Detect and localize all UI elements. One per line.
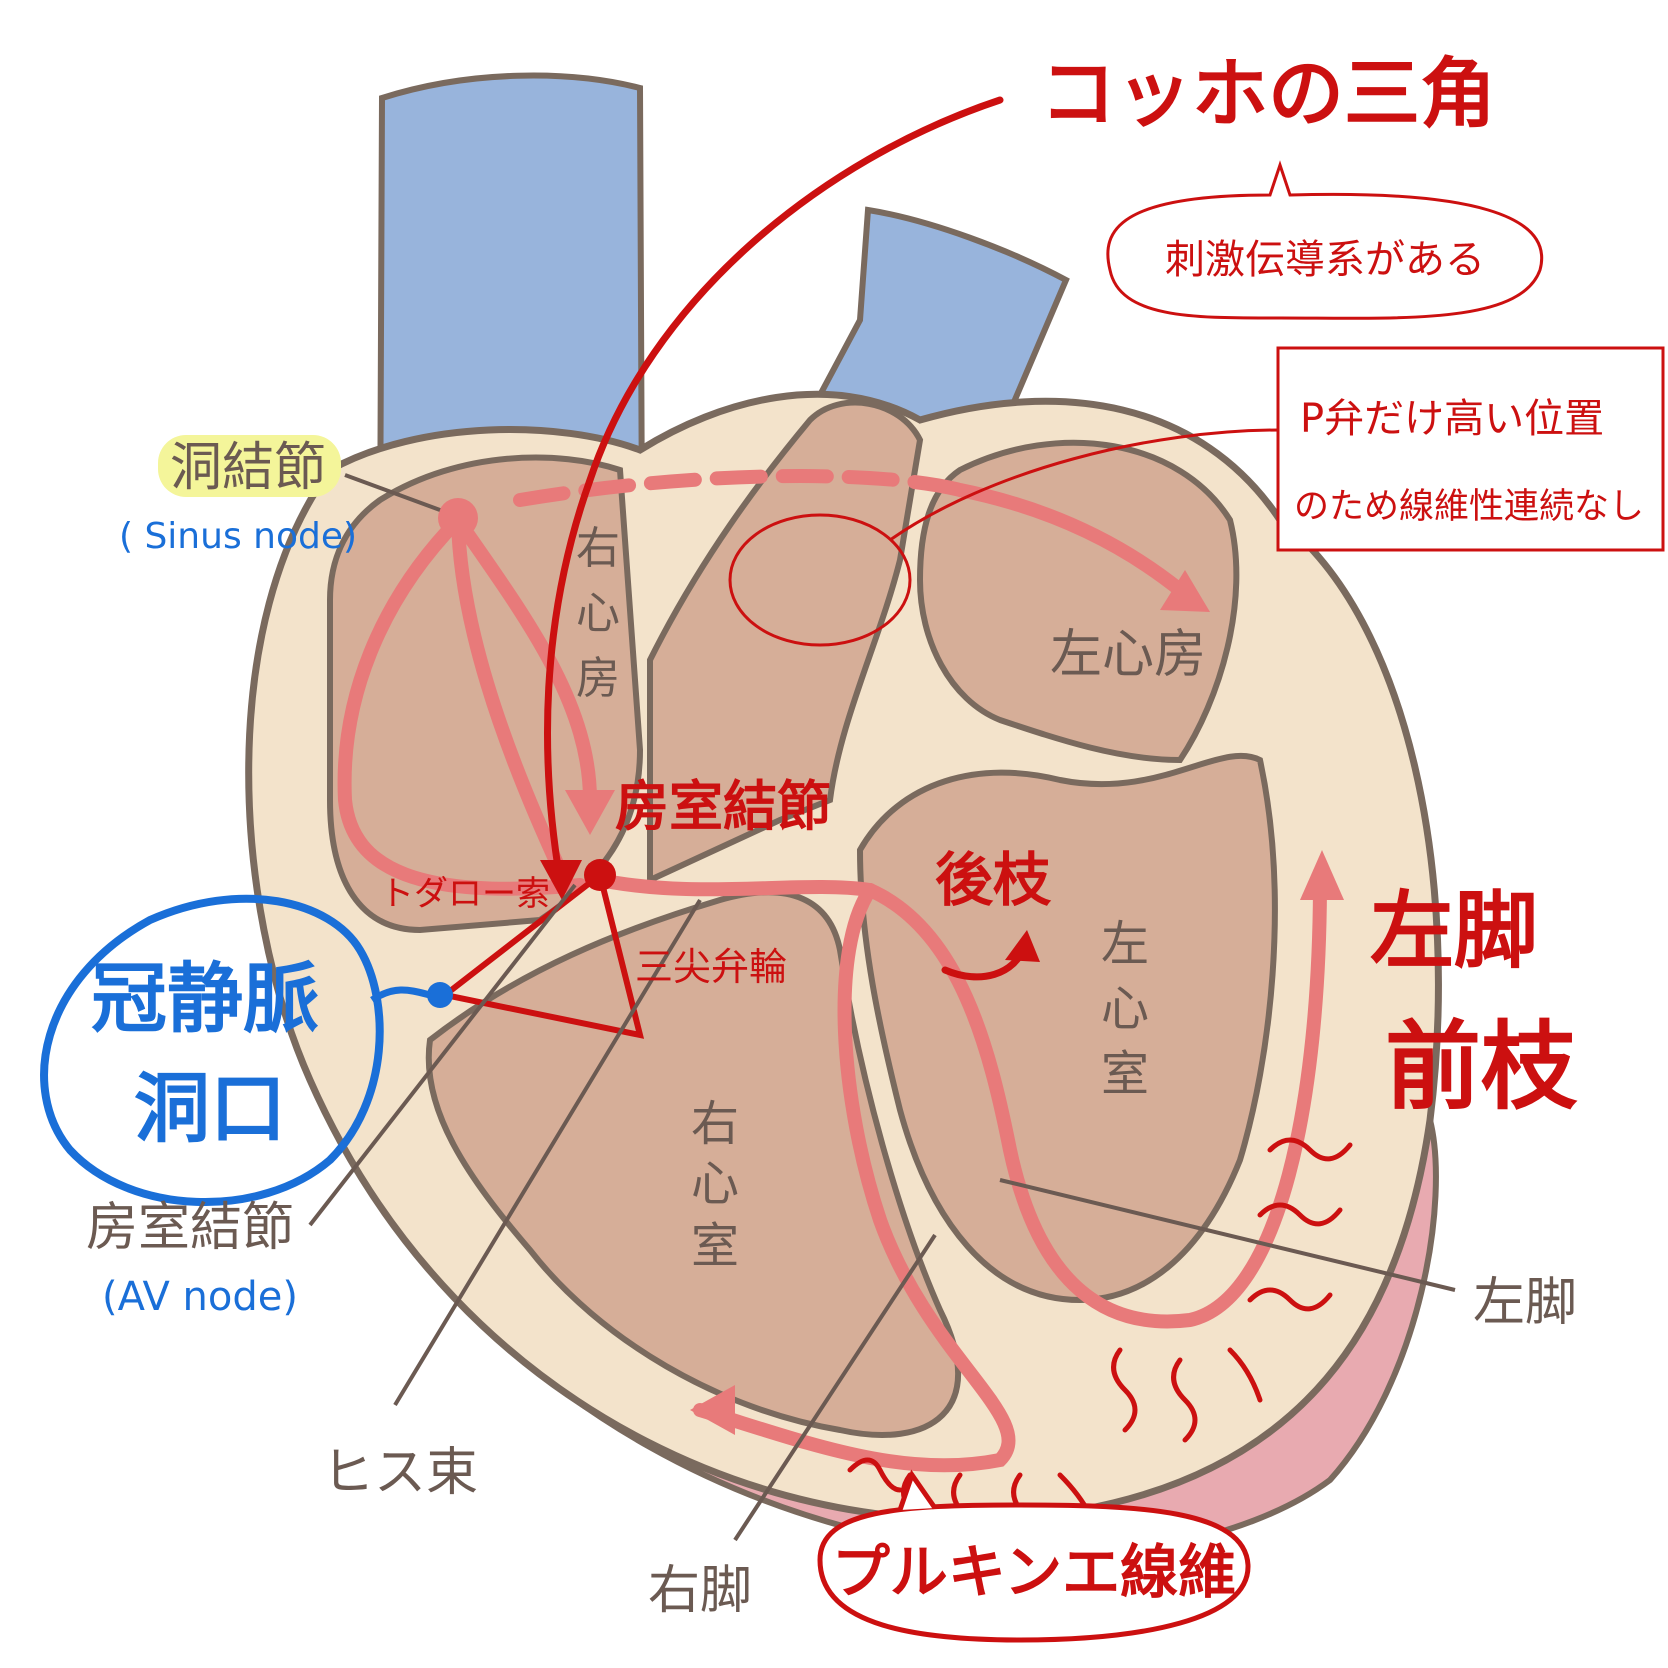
- bubble-text: 刺激伝導系がある: [1165, 237, 1485, 283]
- svg-text:心: 心: [691, 1156, 739, 1212]
- bachmann-bundle: [513, 469, 967, 507]
- note-box-line2: のため線維性連続なし: [1294, 487, 1644, 527]
- note-box-line1: P弁だけ高い位置: [1300, 396, 1604, 442]
- koch-triangle-title: コッホの三角: [1040, 49, 1496, 138]
- posterior-branch-label: 後枝: [935, 846, 1052, 914]
- leader-his-bundle: [393, 898, 702, 1407]
- pulmonary-valve-circle: [728, 513, 912, 647]
- svg-text:心: 心: [576, 588, 620, 639]
- svg-text:右: 右: [691, 1096, 739, 1152]
- posterior-branch-arrowhead: [1005, 930, 1040, 962]
- leader-sinus-node: [344, 473, 441, 512]
- svg-text:房: 房: [576, 653, 620, 704]
- svg-text:室: 室: [1101, 1046, 1149, 1102]
- svg-text:左: 左: [1101, 916, 1149, 972]
- coronary-sinus-label-2: 洞口: [134, 1064, 286, 1153]
- purkinje-label: プルキンエ線維: [832, 1538, 1236, 1606]
- coronary-sinus-dot: [427, 982, 453, 1008]
- left-ventricle-chamber: [856, 752, 1278, 1304]
- svg-text:心: 心: [1101, 981, 1149, 1037]
- coronary-sinus-pointer: [370, 986, 431, 1003]
- conduction-pathways: [337, 469, 1327, 1473]
- right-bundle-path: [693, 883, 1016, 1473]
- arrow-up-left-bundle: [1300, 850, 1344, 900]
- speech-bubble: [1106, 160, 1544, 320]
- tricuspid-ring-label: 三尖弁輪: [635, 945, 787, 989]
- left-bundle-handwritten: 左脚: [1370, 882, 1538, 980]
- sinus-node-dot: [438, 498, 478, 538]
- svg-text:室: 室: [691, 1218, 739, 1274]
- internodal-tract-anterior: [451, 513, 597, 807]
- purkinje-oval-tail: [897, 1469, 938, 1511]
- av-node-dot: [584, 859, 616, 891]
- leader-left-bundle: [999, 1178, 1456, 1292]
- koch-pointer-arrow: [544, 96, 1004, 884]
- arrow-right-bundle-tail: [690, 1385, 735, 1435]
- anterior-branch-label: 前枝: [1385, 1011, 1578, 1123]
- sinus-node-highlight: [158, 435, 341, 497]
- his-bundle-label: ヒス束: [322, 1443, 478, 1503]
- left-atrium-chamber: [916, 439, 1240, 764]
- right-ventricle-chamber: [425, 889, 962, 1438]
- koch-arrowhead: [540, 860, 582, 900]
- todaro-tendon-label: トダロー索: [380, 874, 550, 914]
- leader-av-node: [308, 883, 577, 1227]
- svg-text:右: 右: [576, 523, 620, 574]
- right-ventricle-label: 右 心 室: [691, 1096, 739, 1274]
- av-node-handwritten: 房室結節: [615, 775, 831, 838]
- koch-triangle: [437, 869, 645, 1039]
- note-box: [1276, 346, 1665, 552]
- sinus-node-en-label: ( Sinus node): [119, 516, 357, 557]
- av-node-label: 房室結節: [86, 1198, 294, 1258]
- leader-lines: [308, 473, 1456, 1542]
- bachmann-bundle-end: [953, 483, 1187, 597]
- coronary-sinus-label-1: 冠静脈: [91, 954, 319, 1043]
- left-ventricle-label: 左 心 室: [1101, 916, 1149, 1102]
- pathway-arrowheads: [565, 570, 1344, 1435]
- left-atrium-label: 左心房: [1050, 625, 1206, 685]
- left-bundle-label: 左脚: [1473, 1273, 1577, 1333]
- internodal-tract-posterior: [337, 513, 587, 896]
- arrow-av-node-1: [565, 790, 615, 835]
- right-atrium-label: 右 心 房: [576, 523, 620, 704]
- right-bundle-label: 右脚: [648, 1561, 752, 1621]
- coronary-sinus-outline: [40, 894, 384, 1206]
- arrow-left-atrium: [1160, 570, 1210, 612]
- sinus-node-label: 洞結節: [170, 438, 326, 498]
- av-node-en-label: (AV node): [102, 1274, 298, 1320]
- leader-right-bundle: [733, 1233, 937, 1542]
- his-bundle-path: [593, 873, 877, 897]
- box-pointer-line: [889, 428, 1281, 542]
- internodal-tract-middle: [451, 513, 567, 877]
